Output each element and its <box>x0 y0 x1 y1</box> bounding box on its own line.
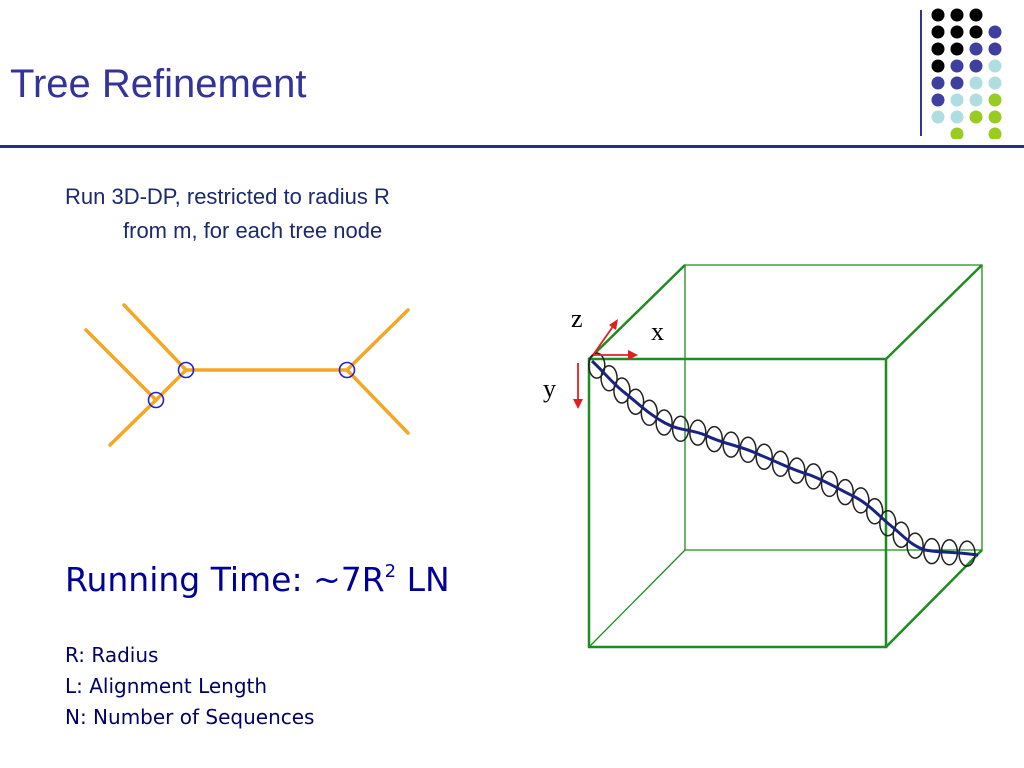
tree-branch <box>345 308 410 372</box>
running-time-suffix: LN <box>396 560 450 599</box>
definition-radius: R: Radius <box>65 643 159 667</box>
decor-dot <box>950 127 964 139</box>
page-title: Tree Refinement <box>10 62 307 106</box>
decor-dot <box>988 42 1002 56</box>
decor-dot <box>931 42 945 56</box>
decor-dot <box>931 93 945 107</box>
search-radius-ring <box>705 425 724 453</box>
variable-definitions: R: Radius L: Alignment Length N: Number … <box>65 640 314 733</box>
x-arrowhead <box>628 350 638 360</box>
search-radius-ring <box>689 419 707 446</box>
title-divider <box>0 145 1024 148</box>
search-radius-ring <box>906 532 924 559</box>
tree-node-marker <box>338 361 356 379</box>
decor-dot <box>969 59 983 73</box>
search-radius-ring <box>865 498 884 525</box>
decor-dot <box>988 76 1002 90</box>
z-arrowhead <box>609 319 618 330</box>
search-radius-ring <box>671 415 690 443</box>
x-axis-label: x <box>651 317 664 346</box>
decor-dot <box>931 110 945 124</box>
cube-edge <box>588 264 686 360</box>
running-time: Running Time: ~7R2 LN <box>65 560 450 599</box>
y-arrowhead <box>573 399 583 409</box>
running-time-prefix: Running Time: ~7R <box>65 560 385 599</box>
decor-dot <box>969 93 983 107</box>
decor-dot <box>969 110 983 124</box>
decor-dot <box>950 76 964 90</box>
z-axis-label: z <box>571 304 583 333</box>
decor-dot <box>988 59 1002 73</box>
tree-node-marker <box>177 361 195 379</box>
search-radius-ring <box>892 521 910 548</box>
intro-line-1: Run 3D-DP, restricted to radius R <box>65 184 390 209</box>
search-radius-ring <box>600 365 618 392</box>
tree-branch <box>84 328 158 402</box>
3d-dp-cube-diagram: z x y <box>543 264 983 649</box>
y-axis-label: y <box>543 374 556 403</box>
decor-dot <box>950 110 964 124</box>
decorative-dot-grid <box>931 8 1002 139</box>
tree-branch <box>345 368 410 435</box>
search-radius-ring <box>613 377 631 404</box>
decor-dot <box>950 59 964 73</box>
alignment-path <box>590 359 979 557</box>
search-radius-ring <box>588 352 606 379</box>
z-axis-arrow <box>592 324 615 356</box>
search-radius-ring <box>804 463 823 490</box>
decor-dot <box>988 110 1002 124</box>
cube-edge <box>885 264 983 360</box>
decor-dot <box>931 25 945 39</box>
decor-dot <box>988 93 1002 107</box>
decor-dot <box>969 8 983 22</box>
search-radius-ring <box>739 436 757 464</box>
search-radius-ring <box>655 409 673 436</box>
intro-line-2: from m, for each tree node <box>123 218 383 243</box>
search-radius-ring <box>626 388 645 415</box>
search-radius-ring <box>820 470 839 498</box>
decor-dot <box>950 8 964 22</box>
decor-dot <box>969 42 983 56</box>
search-radius-ring <box>852 487 870 514</box>
decor-dot <box>988 127 1002 139</box>
decor-dot <box>931 76 945 90</box>
search-radius-ring <box>722 431 740 458</box>
search-radius-ring <box>755 443 773 470</box>
search-radius-ring <box>771 450 790 478</box>
cube-edge <box>588 549 686 648</box>
search-radius-ring <box>788 457 806 484</box>
decor-dot <box>931 8 945 22</box>
search-radius-ring <box>640 399 659 427</box>
running-time-exponent: 2 <box>384 561 397 582</box>
cube-edge <box>885 549 983 648</box>
tree-node-marker <box>147 391 165 409</box>
decor-dot <box>931 59 945 73</box>
decor-dot <box>969 25 983 39</box>
decor-dot <box>950 42 964 56</box>
definition-alignment-length: L: Alignment Length <box>65 674 268 698</box>
search-radius-ring <box>836 478 854 506</box>
decor-dot <box>950 25 964 39</box>
intro-text: Run 3D-DP, restricted to radius R from m… <box>65 180 390 248</box>
phylogenetic-tree-diagram <box>84 303 410 447</box>
search-radius-ring <box>879 509 897 537</box>
decor-dot <box>950 93 964 107</box>
tree-branch <box>122 303 188 372</box>
tree-branch <box>154 368 188 402</box>
corner-vertical-rule <box>920 10 922 136</box>
decor-dot <box>988 25 1002 39</box>
definition-number-of-sequences: N: Number of Sequences <box>65 705 315 729</box>
decor-dot <box>969 76 983 90</box>
tree-branch <box>108 398 158 447</box>
